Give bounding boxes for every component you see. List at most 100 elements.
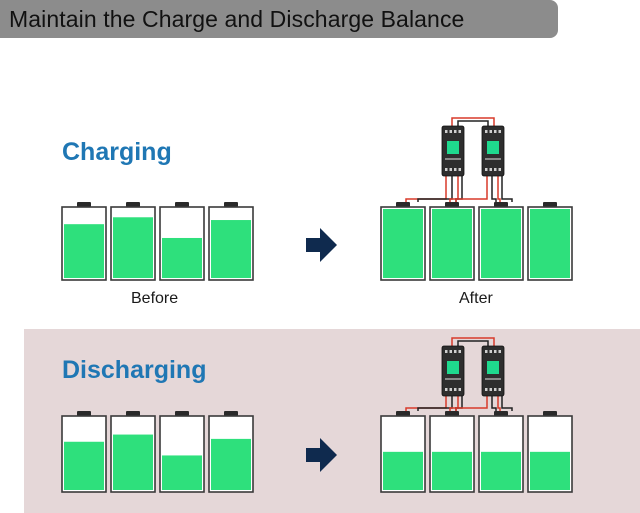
balancer-terminal-bottom [449, 388, 452, 391]
charging-after-battery-2 [429, 202, 475, 281]
battery-fill [113, 434, 153, 490]
page-title: Maintain the Charge and Discharge Balanc… [9, 5, 465, 32]
wire-lead [497, 176, 501, 202]
battery-terminal [494, 202, 508, 207]
wire-lead [455, 176, 463, 202]
balancer-terminal-bottom [458, 388, 461, 391]
wire-lead [497, 396, 501, 411]
wire-top-black [457, 120, 489, 126]
wire-lead [491, 176, 497, 202]
battery-fill [64, 441, 104, 490]
battery-fill [113, 217, 153, 278]
balancer-terminal-bottom [489, 168, 492, 171]
balancer-led-strip [445, 378, 461, 380]
charging-balancer-device-icon-1 [441, 125, 465, 177]
wire-lead [455, 176, 488, 202]
discharging-wires [405, 337, 513, 411]
balancer-terminal-bottom [489, 388, 492, 391]
balancer-terminal-top [485, 130, 488, 133]
battery-terminal [224, 411, 238, 416]
discharging-before-battery-4 [208, 411, 254, 493]
balancer-terminal-bottom [498, 388, 501, 391]
battery-terminal [543, 202, 557, 207]
balancer-terminal-bottom [494, 168, 497, 171]
balancer-terminal-top [445, 130, 448, 133]
charging-after-battery-3 [478, 202, 524, 281]
battery-fill [211, 438, 251, 490]
after-label: After [459, 290, 493, 307]
balancer-terminal-top [494, 130, 497, 133]
battery-terminal [396, 202, 410, 207]
balancer-terminal-top [498, 130, 501, 133]
balancer-screen [447, 141, 459, 154]
balancer-terminal-top [494, 350, 497, 353]
wire-lead [417, 396, 453, 411]
discharging-after-battery-1 [380, 411, 426, 493]
charging-before-battery-1 [61, 202, 107, 281]
charging-heading: Charging [62, 138, 172, 166]
charging-wires [405, 117, 513, 202]
discharging-balancer-device-icon-1 [441, 345, 465, 397]
balancer-terminal-top [458, 350, 461, 353]
before-label: Before [131, 290, 179, 307]
balancer-terminal-bottom [458, 168, 461, 171]
wire-top-red [451, 337, 495, 346]
balancer-terminal-bottom [445, 168, 448, 171]
wire-lead [449, 176, 459, 202]
battery-fill [432, 209, 472, 278]
balancer-terminal-top [489, 130, 492, 133]
charging-after-battery-4 [527, 202, 573, 281]
balancer-screen [487, 361, 499, 374]
battery-terminal [445, 411, 459, 416]
balancer-terminal-top [449, 350, 452, 353]
charging-right-arrow-icon [306, 228, 337, 262]
battery-terminal [494, 411, 508, 416]
battery-terminal [126, 202, 140, 207]
discharging-after-battery-2 [429, 411, 475, 493]
balancer-led-strip [445, 158, 461, 160]
title-bar: Maintain the Charge and Discharge Balanc… [0, 0, 558, 38]
battery-terminal [126, 411, 140, 416]
balancer-screen [447, 361, 459, 374]
balancer-terminal-bottom [494, 388, 497, 391]
battery-terminal [175, 411, 189, 416]
discharging-after-battery-4 [527, 411, 573, 493]
discharging-after-battery-3 [478, 411, 524, 493]
balancer-terminal-bottom [454, 168, 457, 171]
battery-fill [530, 451, 570, 490]
wire-lead [449, 396, 459, 411]
charging-before-battery-3 [159, 202, 205, 281]
battery-terminal [77, 202, 91, 207]
battery-fill [162, 237, 202, 278]
balancer-terminal-top [485, 350, 488, 353]
balancer-terminal-bottom [445, 388, 448, 391]
battery-terminal [77, 411, 91, 416]
balancer-terminal-top [458, 130, 461, 133]
balancer-terminal-top [449, 130, 452, 133]
discharging-before-battery-2 [110, 411, 156, 493]
battery-terminal [175, 202, 189, 207]
battery-fill [162, 455, 202, 490]
balancer-terminal-top [454, 350, 457, 353]
battery-terminal [396, 411, 410, 416]
balancer-led-strip [485, 378, 501, 380]
balancer-terminal-bottom [454, 388, 457, 391]
balancer-terminal-bottom [485, 168, 488, 171]
balancer-terminal-top [445, 350, 448, 353]
balancer-led-strip [485, 158, 501, 160]
charging-balancer-device-icon-2 [481, 125, 505, 177]
wire-lead [405, 176, 447, 202]
battery-terminal [224, 202, 238, 207]
discharging-balancer-device-icon-2 [481, 345, 505, 397]
wire-lead [501, 396, 513, 411]
battery-fill [211, 220, 251, 278]
discharging-right-arrow-icon [306, 438, 337, 472]
balancer-terminal-top [489, 350, 492, 353]
balancer-terminal-top [454, 130, 457, 133]
balancer-screen [487, 141, 499, 154]
charging-before-battery-4 [208, 202, 254, 281]
wire-lead [455, 396, 488, 411]
battery-fill [481, 209, 521, 278]
wire-top-red [451, 117, 495, 126]
